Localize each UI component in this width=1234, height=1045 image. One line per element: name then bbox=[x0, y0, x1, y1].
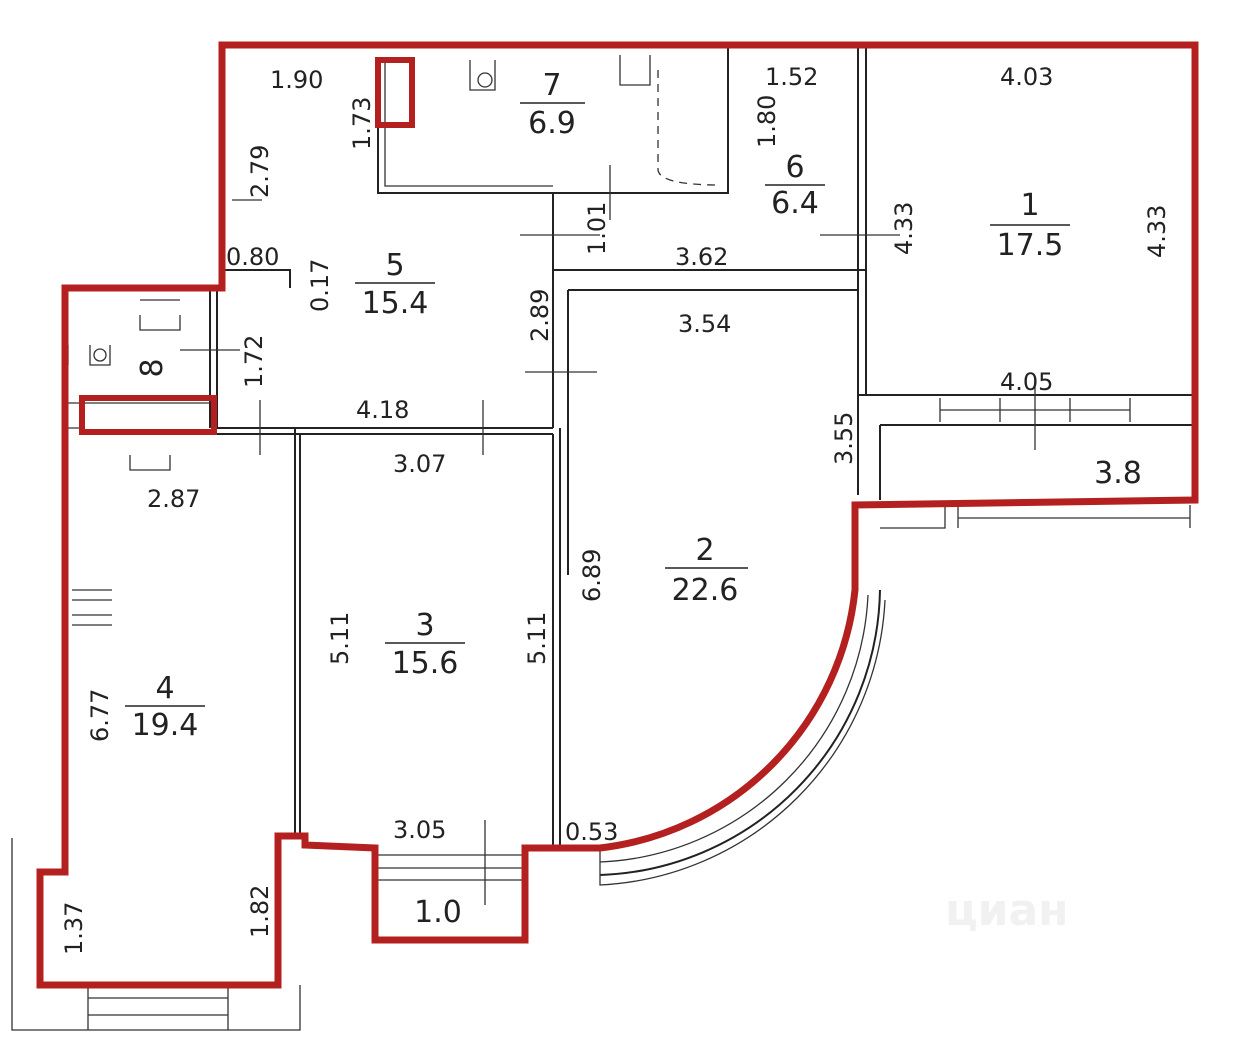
svg-text:1.80: 1.80 bbox=[753, 95, 781, 148]
svg-text:15.6: 15.6 bbox=[392, 646, 459, 681]
svg-text:5.11: 5.11 bbox=[523, 612, 551, 665]
svg-text:17.5: 17.5 bbox=[997, 228, 1064, 263]
svg-text:6: 6 bbox=[785, 150, 804, 185]
room-4: 4 19.4 bbox=[125, 671, 205, 743]
svg-text:1.01: 1.01 bbox=[583, 202, 611, 255]
room-5: 5 15.4 bbox=[355, 248, 435, 321]
svg-text:4.33: 4.33 bbox=[890, 202, 918, 255]
svg-text:4.05: 4.05 bbox=[1000, 368, 1053, 396]
svg-text:1.52: 1.52 bbox=[765, 63, 818, 91]
svg-text:1.72: 1.72 bbox=[240, 335, 268, 388]
svg-text:5.11: 5.11 bbox=[326, 612, 354, 665]
svg-text:1.82: 1.82 bbox=[246, 885, 274, 938]
svg-text:2.89: 2.89 bbox=[526, 289, 554, 342]
svg-text:22.6: 22.6 bbox=[672, 573, 739, 608]
svg-text:2: 2 bbox=[695, 533, 714, 568]
ventilation-shaft-outline bbox=[79, 395, 217, 435]
svg-text:3.05: 3.05 bbox=[393, 816, 446, 844]
svg-text:6.4: 6.4 bbox=[771, 186, 819, 221]
room-7: 7 6.9 bbox=[520, 68, 585, 141]
svg-text:6.89: 6.89 bbox=[578, 549, 606, 602]
balcony-area: 3.8 bbox=[1094, 456, 1142, 491]
loggia-area: 1.0 bbox=[414, 895, 462, 930]
svg-text:0.17: 0.17 bbox=[306, 259, 334, 312]
ventilation-shaft-outline bbox=[375, 57, 415, 128]
svg-text:4.18: 4.18 bbox=[356, 396, 409, 424]
svg-text:1: 1 bbox=[1020, 188, 1039, 223]
svg-text:2.79: 2.79 bbox=[246, 145, 274, 198]
svg-text:6.9: 6.9 bbox=[528, 106, 576, 141]
walls bbox=[11, 45, 1195, 1031]
apartment-outline bbox=[36, 41, 1199, 989]
room-2: 2 22.6 bbox=[665, 533, 748, 608]
room-1: 1 17.5 bbox=[990, 188, 1070, 263]
svg-text:3: 3 bbox=[415, 608, 434, 643]
svg-text:4: 4 bbox=[155, 671, 174, 706]
svg-text:15.4: 15.4 bbox=[362, 286, 429, 321]
svg-text:1.73: 1.73 bbox=[348, 97, 376, 150]
svg-text:2.87: 2.87 bbox=[147, 485, 200, 513]
svg-text:7: 7 bbox=[542, 68, 561, 103]
svg-text:0.53: 0.53 bbox=[565, 818, 618, 846]
svg-text:3.54: 3.54 bbox=[678, 310, 731, 338]
svg-text:19.4: 19.4 bbox=[132, 708, 199, 743]
room-3: 3 15.6 bbox=[385, 608, 465, 681]
svg-text:4.03: 4.03 bbox=[1000, 63, 1053, 91]
svg-text:0.80: 0.80 bbox=[226, 243, 279, 271]
svg-text:4.33: 4.33 bbox=[1143, 205, 1171, 258]
svg-text:1.37: 1.37 bbox=[60, 902, 88, 955]
room-6: 6 6.4 bbox=[765, 150, 825, 221]
dimensions: 1.90 0.80 4.18 3.07 2.87 1.52 3.62 4.03 … bbox=[60, 63, 1171, 955]
svg-text:3.55: 3.55 bbox=[830, 412, 858, 465]
watermark: циан bbox=[945, 885, 1069, 936]
room-8-label: 8 bbox=[135, 358, 170, 377]
svg-text:3.62: 3.62 bbox=[675, 243, 728, 271]
svg-text:3.07: 3.07 bbox=[393, 450, 446, 478]
svg-text:6.77: 6.77 bbox=[86, 689, 114, 742]
svg-text:1.90: 1.90 bbox=[270, 66, 323, 94]
svg-text:5: 5 bbox=[385, 248, 404, 283]
